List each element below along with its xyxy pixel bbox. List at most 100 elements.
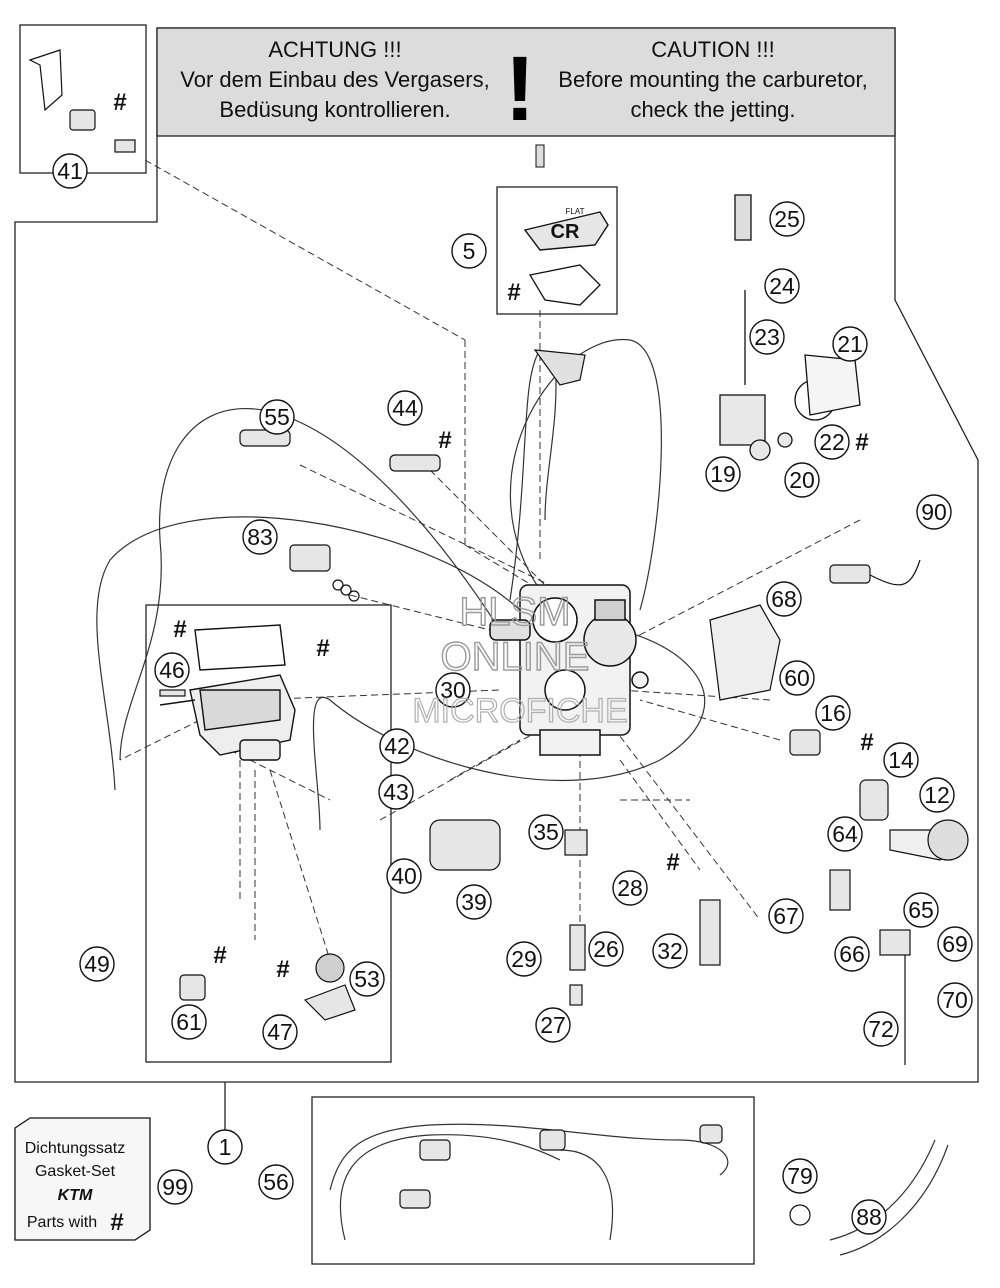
callout-label: 65 [908, 897, 934, 923]
callout-99: 99 [157, 1169, 193, 1205]
callout-circle [535, 1007, 571, 1043]
gasket-set-box: Dichtungssatz Gasket-Set KTM Parts with … [14, 1117, 151, 1241]
callout-label: 72 [868, 1016, 894, 1042]
callout-21: 21 [832, 326, 868, 362]
callout-circle [506, 941, 542, 977]
callout-27: 27 [535, 1007, 571, 1043]
callout-35: 35 [528, 814, 564, 850]
callout-circle [588, 931, 624, 967]
watermark: HLSM ONLINE MICROFICHE [412, 589, 629, 730]
callout-circle [258, 1164, 294, 1200]
callout-60: 60 [779, 660, 815, 696]
callout-circle [207, 1129, 243, 1165]
gasket-box-line2: Gasket-Set [35, 1163, 116, 1180]
hash-marker-icon: # [860, 729, 873, 756]
warning-en-title: CAUTION !!! [651, 37, 774, 62]
callout-circle [937, 982, 973, 1018]
callout-39: 39 [456, 884, 492, 920]
callout-label: 83 [247, 524, 273, 550]
callout-circle [832, 326, 868, 362]
callout-46: 46 [154, 652, 190, 688]
callout-28: 28 [612, 870, 648, 906]
callout-16: 16 [815, 695, 851, 731]
callout-88: 88 [851, 1199, 887, 1235]
float-bowl [159, 624, 296, 761]
cover-cr-label: CR [551, 221, 580, 243]
callout-circle [157, 1169, 193, 1205]
callout-61: 61 [171, 1004, 207, 1040]
callout-55: 55 [259, 399, 295, 435]
callout-label: 24 [769, 273, 795, 299]
small-parts [28, 49, 969, 1226]
callout-49: 49 [79, 946, 115, 982]
callout-90: 90 [916, 494, 952, 530]
callout-circle [883, 742, 919, 778]
callout-56: 56 [258, 1164, 294, 1200]
hash-marker-icon: # [213, 942, 226, 969]
callout-circle [834, 936, 870, 972]
callout-label: 20 [789, 467, 815, 493]
cover-flat-label: FLAT [566, 207, 585, 216]
callout-label: 40 [391, 863, 417, 889]
leader-lines [119, 159, 861, 961]
callout-circle [764, 268, 800, 304]
callout-24: 24 [764, 268, 800, 304]
callout-circle [916, 494, 952, 530]
callout-44: 44 [387, 390, 423, 426]
callout-circle [349, 961, 385, 997]
callout-circle [863, 1011, 899, 1047]
callout-42: 42 [379, 728, 415, 764]
callout-label: 23 [754, 324, 780, 350]
callout-67: 67 [768, 898, 804, 934]
callout-circle [242, 519, 278, 555]
callout-label: 67 [773, 903, 799, 929]
callout-label: 12 [924, 782, 950, 808]
callout-label: 44 [392, 395, 418, 421]
callout-19: 19 [705, 456, 741, 492]
callout-circle [814, 424, 850, 460]
callout-70: 70 [937, 982, 973, 1018]
callout-41: 41 [52, 153, 88, 189]
callout-circle [171, 1004, 207, 1040]
callout-label: 21 [837, 331, 863, 357]
callout-label: 5 [463, 238, 476, 264]
callout-label: 26 [593, 936, 619, 962]
callout-circle [52, 153, 88, 189]
hash-markers: ########## [113, 89, 873, 983]
callout-5: 5 [451, 233, 487, 269]
watermark-line3: MICROFICHE [412, 692, 627, 730]
callout-circle [379, 728, 415, 764]
callout-label: 70 [942, 987, 968, 1013]
callout-30: 30 [435, 672, 471, 708]
hash-marker-icon: # [113, 89, 126, 116]
accelerator-pump [719, 194, 861, 461]
callout-26: 26 [588, 931, 624, 967]
callout-circle [378, 774, 414, 810]
callout-23: 23 [749, 319, 785, 355]
callout-label: 69 [942, 931, 968, 957]
top-cover: CR FLAT [523, 144, 609, 306]
carburetor-body [489, 584, 649, 756]
callout-label: 64 [832, 821, 858, 847]
callout-label: 30 [440, 677, 466, 703]
callout-32: 32 [652, 933, 688, 969]
callout-circle [903, 892, 939, 928]
callout-72: 72 [863, 1011, 899, 1047]
callout-circle [262, 1014, 298, 1050]
callout-circle [612, 870, 648, 906]
callout-circle [937, 926, 973, 962]
callout-20: 20 [784, 462, 820, 498]
callout-circle [386, 858, 422, 894]
hash-marker-icon: # [173, 616, 186, 643]
callout-label: 60 [784, 665, 810, 691]
callout-circle [528, 814, 564, 850]
warning-en-line2: check the jetting. [630, 97, 795, 122]
callout-43: 43 [378, 774, 414, 810]
hash-marker-icon: # [507, 279, 520, 306]
callout-label: 16 [820, 700, 846, 726]
callout-label: 29 [511, 946, 537, 972]
callout-79: 79 [782, 1158, 818, 1194]
callout-40: 40 [386, 858, 422, 894]
callout-12: 12 [919, 777, 955, 813]
callout-label: 68 [771, 586, 797, 612]
